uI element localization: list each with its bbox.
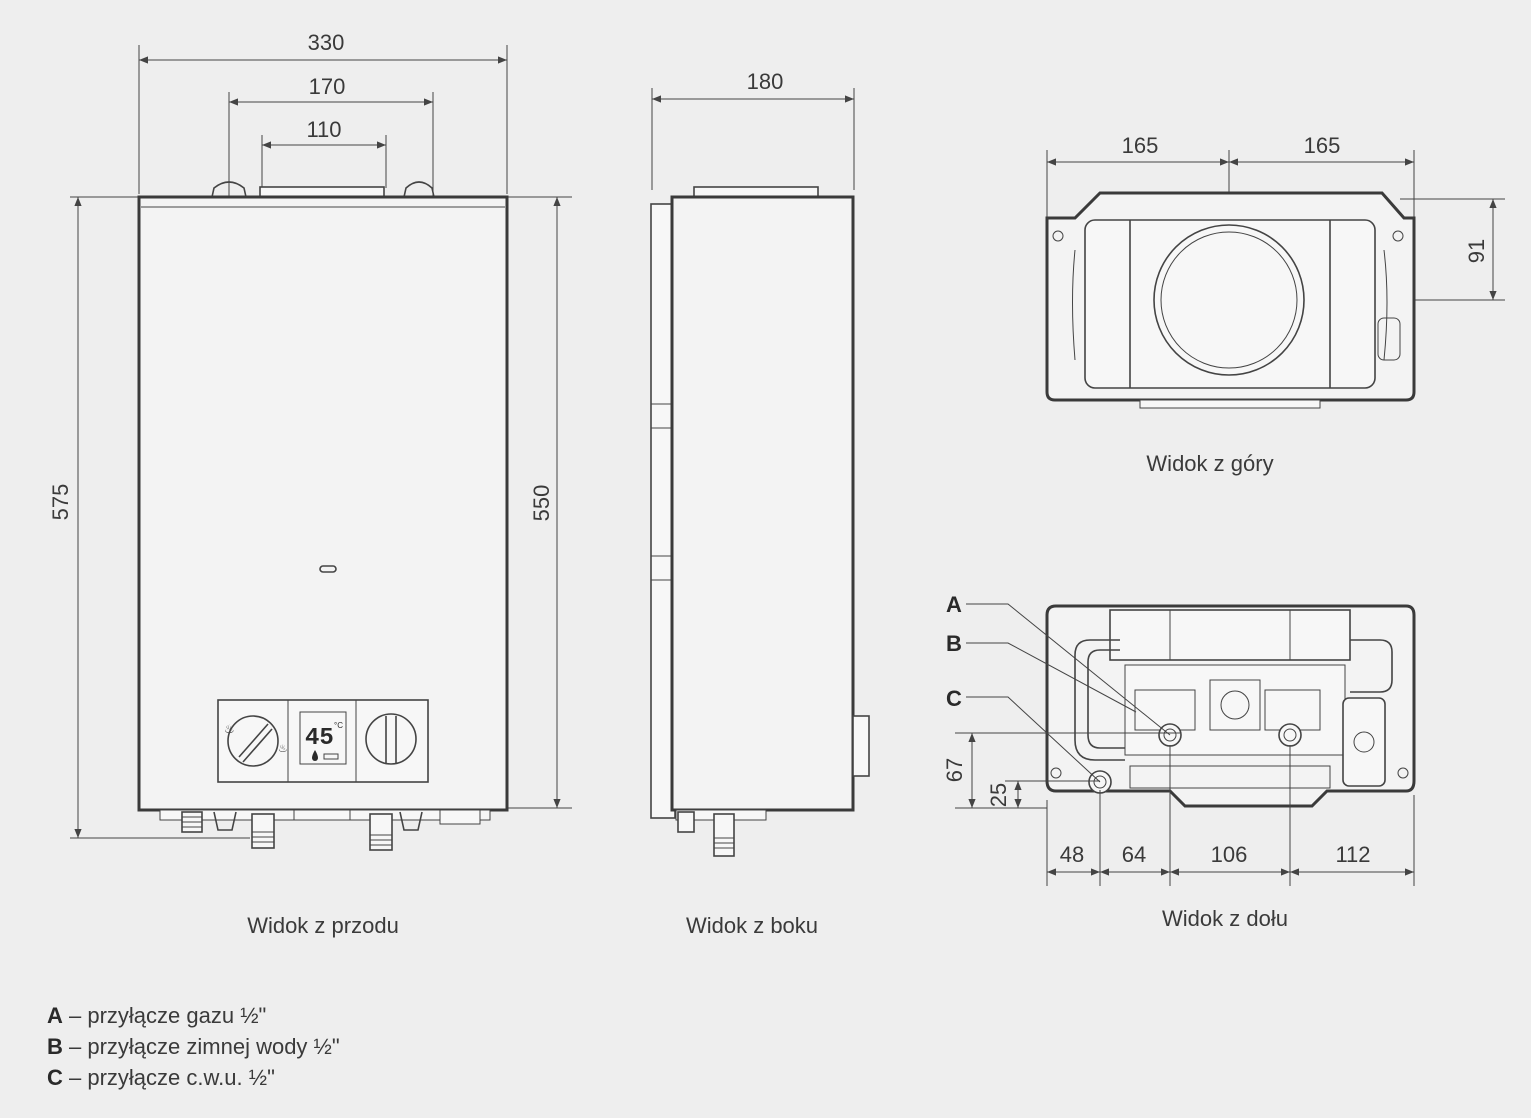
flame-large-icon: ♨ [278,743,288,755]
bottom-vertical-dims: 67 25 [942,732,1180,809]
legend-key-c: C [47,1065,63,1090]
top-screw-left [1052,230,1064,242]
front-connector-3 [369,813,393,851]
legend-text-a: – przyłącze gazu ½" [62,1003,267,1028]
front-logo-mark [319,565,337,573]
bottom-dim-25-label: 25 [986,783,1011,807]
front-dim-330: 330 [138,30,508,194]
bottom-dim-64-label: 64 [1122,842,1146,867]
front-top-lug-left [211,181,247,198]
front-view: 330 170 110 575 550 [48,30,572,938]
bottom-heat-exchanger [1109,609,1351,661]
front-dim-110: 110 [261,117,387,188]
bottom-gas-valve [1124,664,1346,756]
front-dim-550-label: 550 [529,485,554,522]
legend-item-c: C – przyłącze c.w.u. ½" [47,1062,340,1093]
front-dim-575: 575 [48,196,250,839]
front-dim-330-label: 330 [308,30,345,55]
front-dim-110-label: 110 [306,117,341,142]
side-dim-180: 180 [651,69,855,190]
battery-icon [323,753,339,760]
top-dim-left-label: 165 [1122,133,1159,158]
connection-c [1278,723,1302,747]
top-dims: 165 165 91 [1046,133,1505,390]
callout-c: C [946,686,962,711]
bottom-dim-106-label: 106 [1211,842,1248,867]
top-flue-opening [1153,224,1305,376]
bottom-dim-112-label: 112 [1335,842,1370,867]
legend-key-a: A [47,1003,63,1028]
front-dim-575-label: 575 [48,484,73,521]
display-unit: °C [334,721,343,730]
legend-key-b: B [47,1034,63,1059]
bottom-dim-67-label: 67 [942,758,967,782]
bottom-pipe-right [1350,639,1393,693]
side-bottom-connections [675,809,767,857]
callout-a: A [946,592,962,617]
legend-item-a: A – przyłącze gazu ½" [47,1000,340,1031]
front-dim-550: 550 [507,196,572,809]
top-view-caption: Widok z góry [1146,451,1273,476]
bottom-dim-48-label: 48 [1060,842,1084,867]
side-knob-profile [852,715,870,777]
bottom-view: A B C 67 25 48 [942,592,1416,931]
display-temperature: 45 [305,725,334,752]
water-drop-icon [312,750,318,761]
callout-b: B [946,631,962,656]
bottom-callouts: A B C [946,592,1171,783]
front-dim-170: 170 [228,74,434,212]
bottom-view-caption: Widok z dołu [1162,906,1288,931]
bottom-battery-box [1342,697,1386,787]
top-screw-right [1392,230,1404,242]
temperature-knob [365,713,417,765]
legend-text-c: – przyłącze c.w.u. ½" [62,1065,275,1090]
legend-item-b: B – przyłącze zimnej wody ½" [47,1031,340,1062]
top-dim-right-label: 165 [1304,133,1341,158]
front-view-caption: Widok z przodu [247,913,399,938]
front-top-lug-right [403,181,435,198]
side-view: 180 Widok z boku [650,69,870,938]
front-connector-2 [251,813,275,849]
connections-legend: A – przyłącze gazu ½" B – przyłącze zimn… [47,1000,340,1093]
side-view-caption: Widok z boku [686,913,818,938]
top-dim-offset-label: 91 [1464,239,1489,263]
side-body [670,195,855,812]
top-view: 165 165 91 Widok z góry [1045,133,1505,476]
front-control-panel: ♨ ♨ 45 °C [217,699,429,783]
front-dim-170-label: 170 [309,74,346,99]
legend-text-b: – przyłącze zimnej wody ½" [62,1034,340,1059]
flame-small-icon: ♨ [224,722,235,736]
front-bottom-connections [159,809,491,851]
side-dim-180-label: 180 [747,69,784,94]
bottom-horizontal-dims: 48 64 106 112 [1046,745,1415,886]
bottom-pipe-left [1074,639,1125,761]
